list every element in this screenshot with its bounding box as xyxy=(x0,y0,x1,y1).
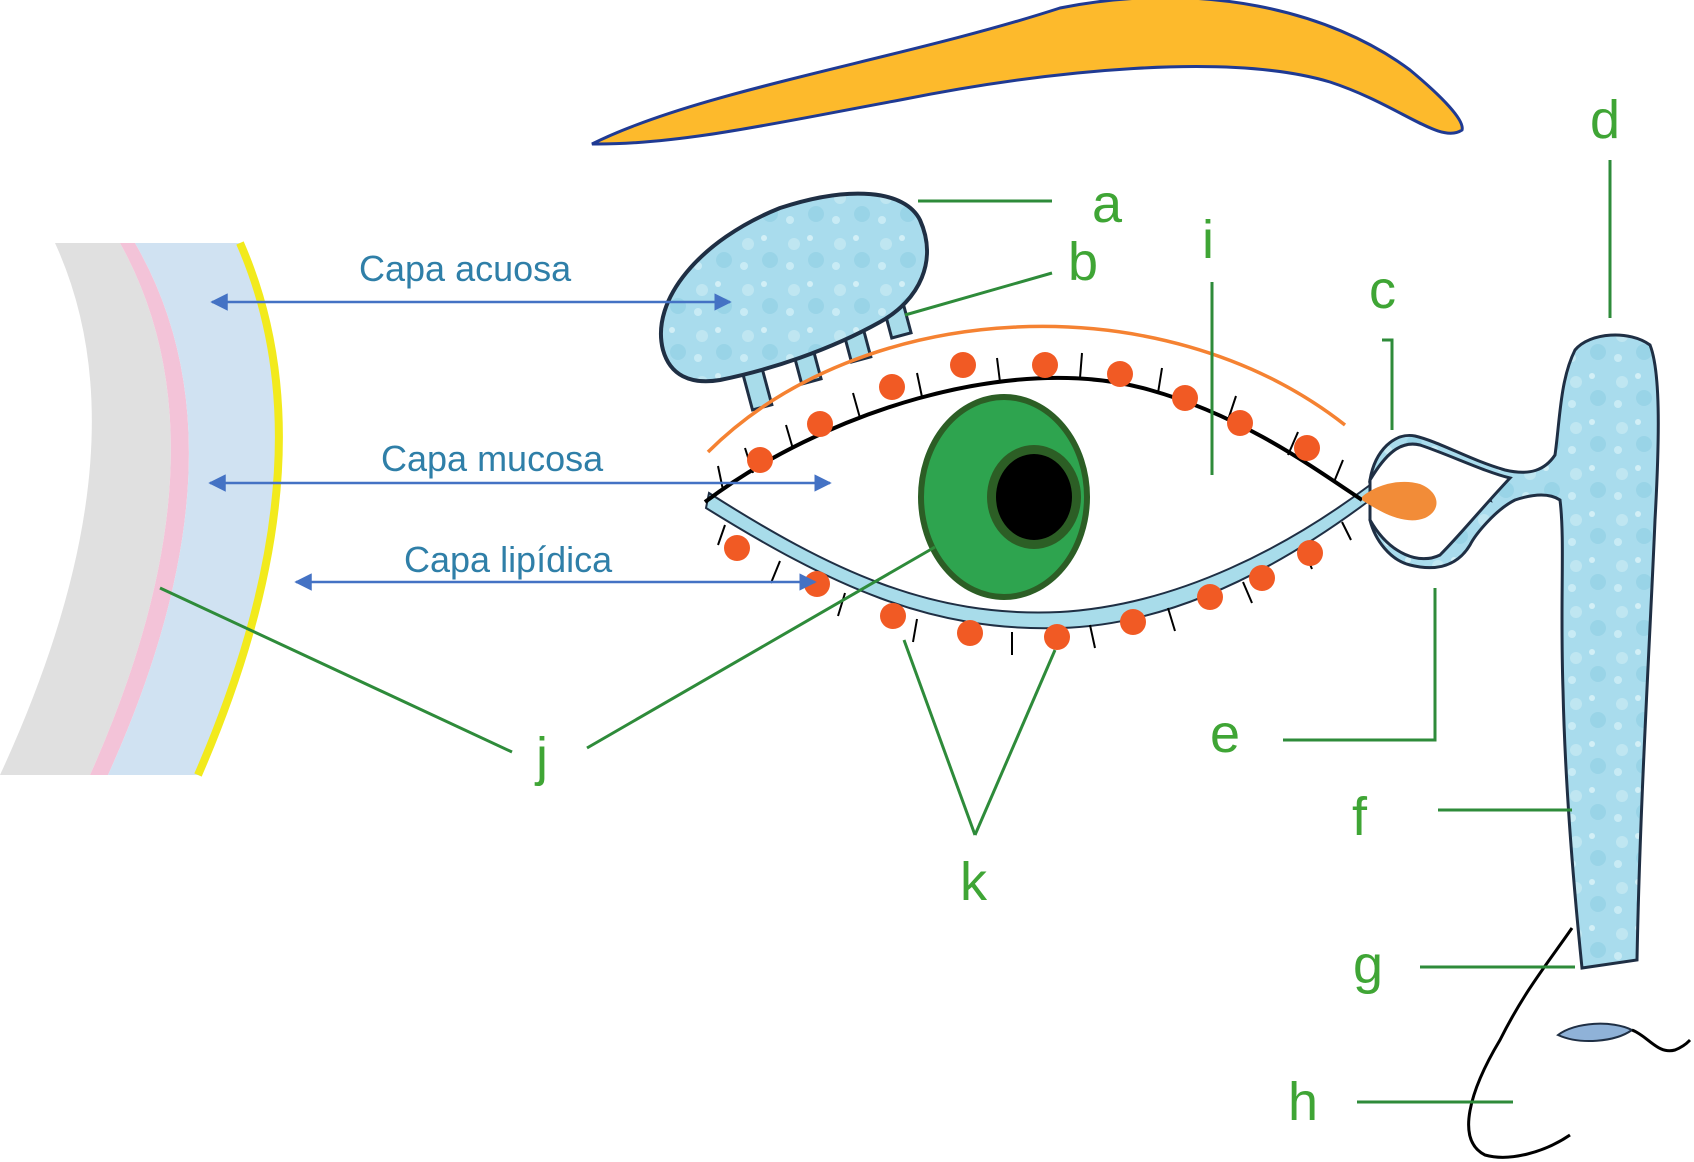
label-a: a xyxy=(1092,174,1123,234)
leader-b xyxy=(904,271,1053,317)
label-f: f xyxy=(1352,787,1368,847)
upper-meibomian-glands xyxy=(747,352,1320,473)
label-g: g xyxy=(1353,935,1383,995)
nose-outline xyxy=(1467,927,1692,1159)
nasolacrimal-duct xyxy=(1362,333,1660,970)
leader-e xyxy=(1283,588,1437,742)
leader-j-right xyxy=(586,545,936,750)
tear-film-cross-section xyxy=(0,241,283,777)
label-e: e xyxy=(1210,704,1240,764)
eyebrow-shape xyxy=(591,0,1464,146)
label-aqueous-layer: Capa acuosa xyxy=(359,248,572,289)
upper-orbital-line xyxy=(706,324,1347,454)
leader-lines xyxy=(159,160,1612,1104)
leader-k-right xyxy=(973,649,1057,836)
lacrimal-gland xyxy=(659,191,929,412)
leader-j-left xyxy=(159,586,513,754)
label-d: d xyxy=(1590,90,1620,150)
label-lipid-layer: Capa lipídica xyxy=(404,539,613,580)
lower-meibomian-glands xyxy=(724,535,1323,650)
label-h: h xyxy=(1288,1072,1318,1132)
label-i: i xyxy=(1202,210,1214,270)
label-b: b xyxy=(1068,232,1098,292)
label-c: c xyxy=(1369,260,1396,320)
label-mucous-layer: Capa mucosa xyxy=(381,438,604,479)
label-k: k xyxy=(960,852,988,912)
leader-k-left xyxy=(902,639,977,836)
layer-arrows xyxy=(208,293,832,591)
leader-c xyxy=(1382,338,1394,430)
label-j: j xyxy=(534,727,548,787)
